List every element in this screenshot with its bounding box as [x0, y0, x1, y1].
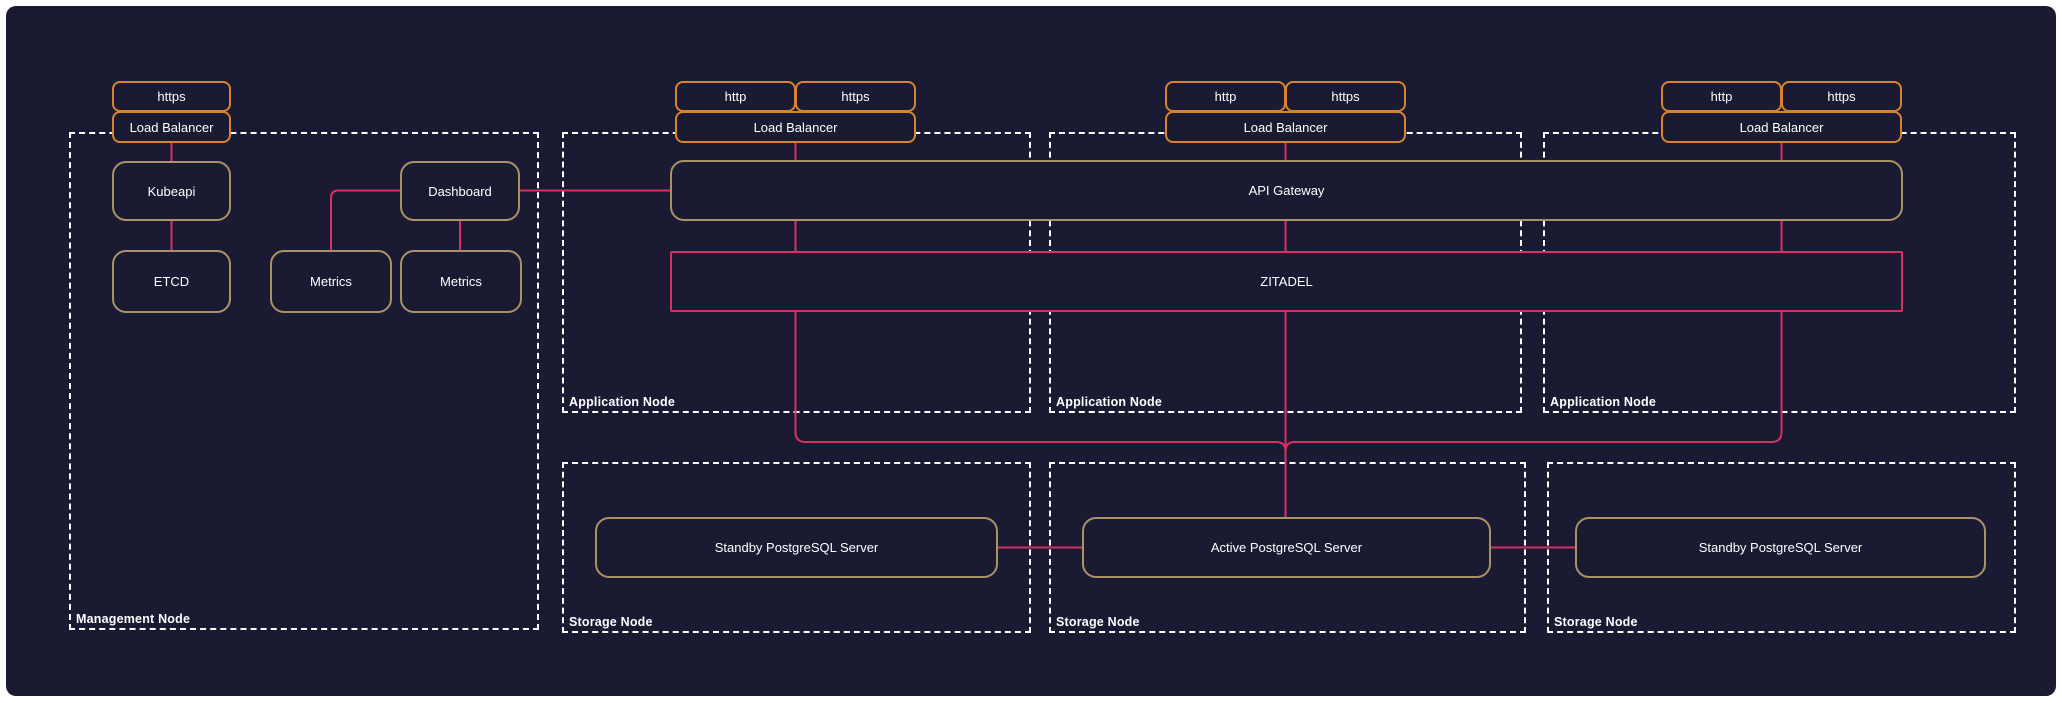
node-lb1-http: http — [675, 81, 796, 112]
node-dashboard: Dashboard — [400, 161, 520, 221]
node-load-balancer-3: Load Balancer — [1661, 111, 1902, 143]
node-mgmt-https: https — [112, 81, 231, 112]
node-active-postgresql: Active PostgreSQL Server — [1082, 517, 1491, 578]
node-lb2-http: http — [1165, 81, 1286, 112]
group-label-application-2: Application Node — [1056, 395, 1162, 409]
node-lb3-https: https — [1781, 81, 1902, 112]
group-label-storage-2: Storage Node — [1056, 615, 1140, 629]
node-standby-postgresql-2: Standby PostgreSQL Server — [1575, 517, 1986, 578]
node-lb1-https: https — [795, 81, 916, 112]
node-metrics-right: Metrics — [400, 250, 522, 313]
node-zitadel: ZITADEL — [670, 251, 1903, 312]
group-management-node: Management Node — [69, 132, 539, 630]
group-label-storage-3: Storage Node — [1554, 615, 1638, 629]
node-metrics-left: Metrics — [270, 250, 392, 313]
node-kubeapi: Kubeapi — [112, 161, 231, 221]
node-lb2-https: https — [1285, 81, 1406, 112]
group-label-application-1: Application Node — [569, 395, 675, 409]
node-api-gateway: API Gateway — [670, 160, 1903, 221]
node-lb3-http: http — [1661, 81, 1782, 112]
group-label-application-3: Application Node — [1550, 395, 1656, 409]
node-mgmt-load-balancer: Load Balancer — [112, 111, 231, 143]
node-load-balancer-1: Load Balancer — [675, 111, 916, 143]
group-label-management: Management Node — [76, 612, 191, 626]
group-label-storage-1: Storage Node — [569, 615, 653, 629]
node-standby-postgresql-1: Standby PostgreSQL Server — [595, 517, 998, 578]
node-etcd: ETCD — [112, 250, 231, 313]
node-load-balancer-2: Load Balancer — [1165, 111, 1406, 143]
